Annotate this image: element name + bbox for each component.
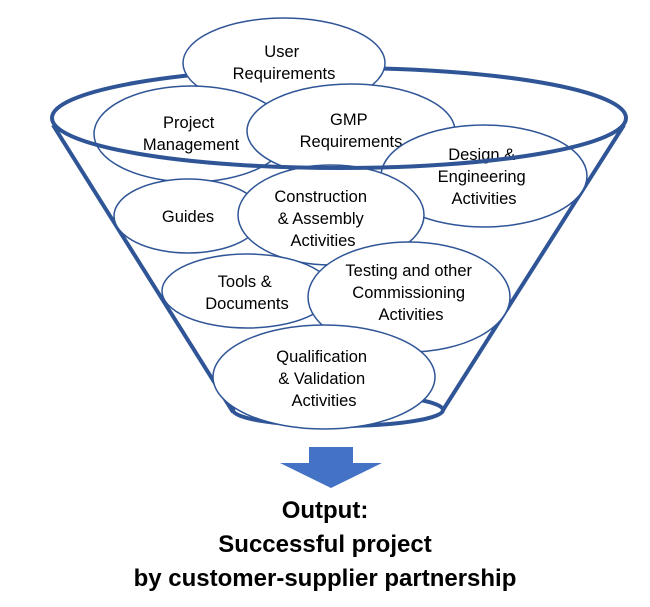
svg-text:Tools & Documents: Tools & Documents [205, 273, 288, 313]
funnel-rim-front [50, 117, 628, 170]
bubble-qualification-validation: Qualification & Validation Activities [212, 324, 436, 430]
svg-text:Qualification & Validati: Qualification & Validation Activities [276, 348, 371, 410]
bubble-construction-assembly: Construction & Assembly Activities [237, 164, 425, 266]
svg-text:Testing and other Commis: Testing and other Commissioning Activiti… [345, 262, 476, 324]
output-subtitle: by customer-supplier partnership [133, 565, 517, 592]
svg-text:User Requirements: User Requirements [233, 43, 336, 83]
bubble-tools-documents: Tools & Documents [161, 253, 333, 329]
funnel-left-wall [51, 123, 235, 414]
funnel-right-wall [441, 123, 626, 412]
output-label: Output: [281, 497, 369, 524]
svg-text:Construction & Assembly: Construction & Assembly Activities [274, 188, 371, 250]
bubble-design-engineering: Design & Engineering Activities [380, 124, 588, 228]
svg-text:GMP Requirements: GMP Requirements [300, 111, 403, 151]
bubble-testing-commissioning: Testing and other Commissioning Activiti… [307, 241, 511, 353]
svg-text:Project Management: Project Management [143, 114, 240, 154]
down-arrow-icon [280, 447, 382, 488]
bubble-project-management: Project Management [93, 85, 289, 183]
output-title: Successful project [218, 531, 432, 558]
svg-text:Design & Engineering: Design & Engineering Activities [438, 146, 531, 208]
svg-text:Guides: Guides [162, 208, 214, 226]
